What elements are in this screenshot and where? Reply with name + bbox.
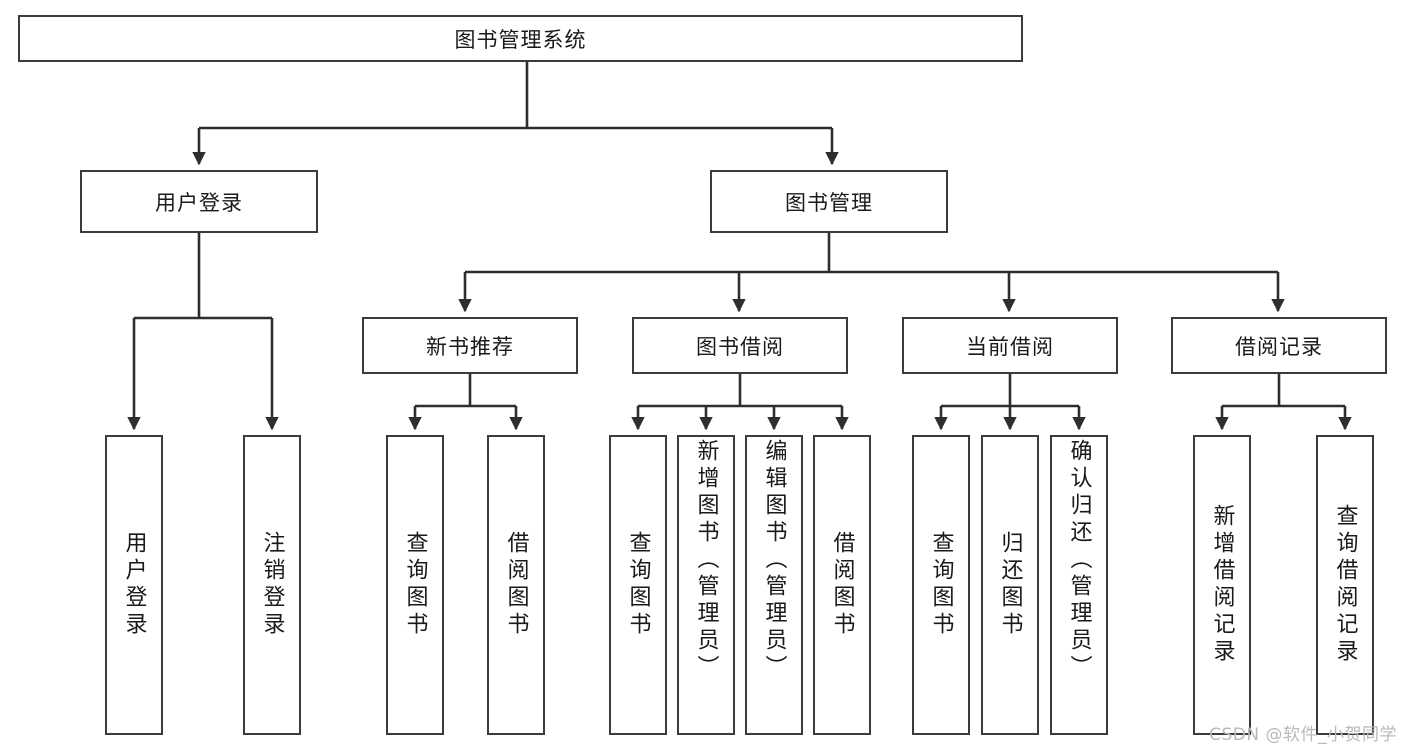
node-user-login[interactable]: 用户登录: [80, 170, 318, 233]
leaf-logout-label: 注销登录: [259, 531, 285, 639]
leaf-query-book-3[interactable]: 查询图书: [912, 435, 970, 735]
node-book-borrow[interactable]: 图书借阅: [632, 317, 848, 374]
node-new-book-rec-label: 新书推荐: [426, 334, 514, 359]
leaf-add-book-label: 新增图书（管理员）: [693, 439, 719, 682]
leaf-query-record-label: 查询借阅记录: [1332, 504, 1358, 666]
leaf-edit-book[interactable]: 编辑图书（管理员）: [745, 435, 803, 735]
leaf-query-record[interactable]: 查询借阅记录: [1316, 435, 1374, 735]
leaf-return-book-label: 归还图书: [997, 531, 1023, 639]
node-user-login-label: 用户登录: [155, 190, 243, 215]
leaf-borrow-book-1-label: 借阅图书: [503, 531, 529, 639]
leaf-confirm-return[interactable]: 确认归还（管理员）: [1050, 435, 1108, 735]
leaf-add-record-label: 新增借阅记录: [1209, 504, 1235, 666]
node-current-borrow[interactable]: 当前借阅: [902, 317, 1118, 374]
leaf-edit-book-label: 编辑图书（管理员）: [761, 439, 787, 682]
leaf-add-record[interactable]: 新增借阅记录: [1193, 435, 1251, 735]
leaf-query-book-2-label: 查询图书: [625, 531, 651, 639]
node-current-borrow-label: 当前借阅: [966, 334, 1054, 359]
node-new-book-rec[interactable]: 新书推荐: [362, 317, 578, 374]
leaf-confirm-return-label: 确认归还（管理员）: [1066, 439, 1092, 682]
node-book-manage[interactable]: 图书管理: [710, 170, 948, 233]
node-root-label: 图书管理系统: [454, 27, 587, 52]
node-borrow-record-label: 借阅记录: [1235, 334, 1323, 359]
leaf-return-book[interactable]: 归还图书: [981, 435, 1039, 735]
leaf-borrow-book-1[interactable]: 借阅图书: [487, 435, 545, 735]
node-book-manage-label: 图书管理: [785, 190, 873, 215]
leaf-user-login[interactable]: 用户登录: [105, 435, 163, 735]
leaf-borrow-book-2-label: 借阅图书: [829, 531, 855, 639]
node-borrow-record[interactable]: 借阅记录: [1171, 317, 1387, 374]
node-book-borrow-label: 图书借阅: [696, 334, 784, 359]
leaf-add-book[interactable]: 新增图书（管理员）: [677, 435, 735, 735]
leaf-query-book-3-label: 查询图书: [928, 531, 954, 639]
leaf-borrow-book-2[interactable]: 借阅图书: [813, 435, 871, 735]
node-root[interactable]: 图书管理系统: [18, 15, 1023, 62]
leaf-query-book-2[interactable]: 查询图书: [609, 435, 667, 735]
leaf-query-book-1[interactable]: 查询图书: [386, 435, 444, 735]
leaf-user-login-label: 用户登录: [121, 531, 147, 639]
leaf-logout[interactable]: 注销登录: [243, 435, 301, 735]
leaf-query-book-1-label: 查询图书: [402, 531, 428, 639]
csdn-watermark: CSDN @软件_小贺同学: [1209, 725, 1397, 745]
